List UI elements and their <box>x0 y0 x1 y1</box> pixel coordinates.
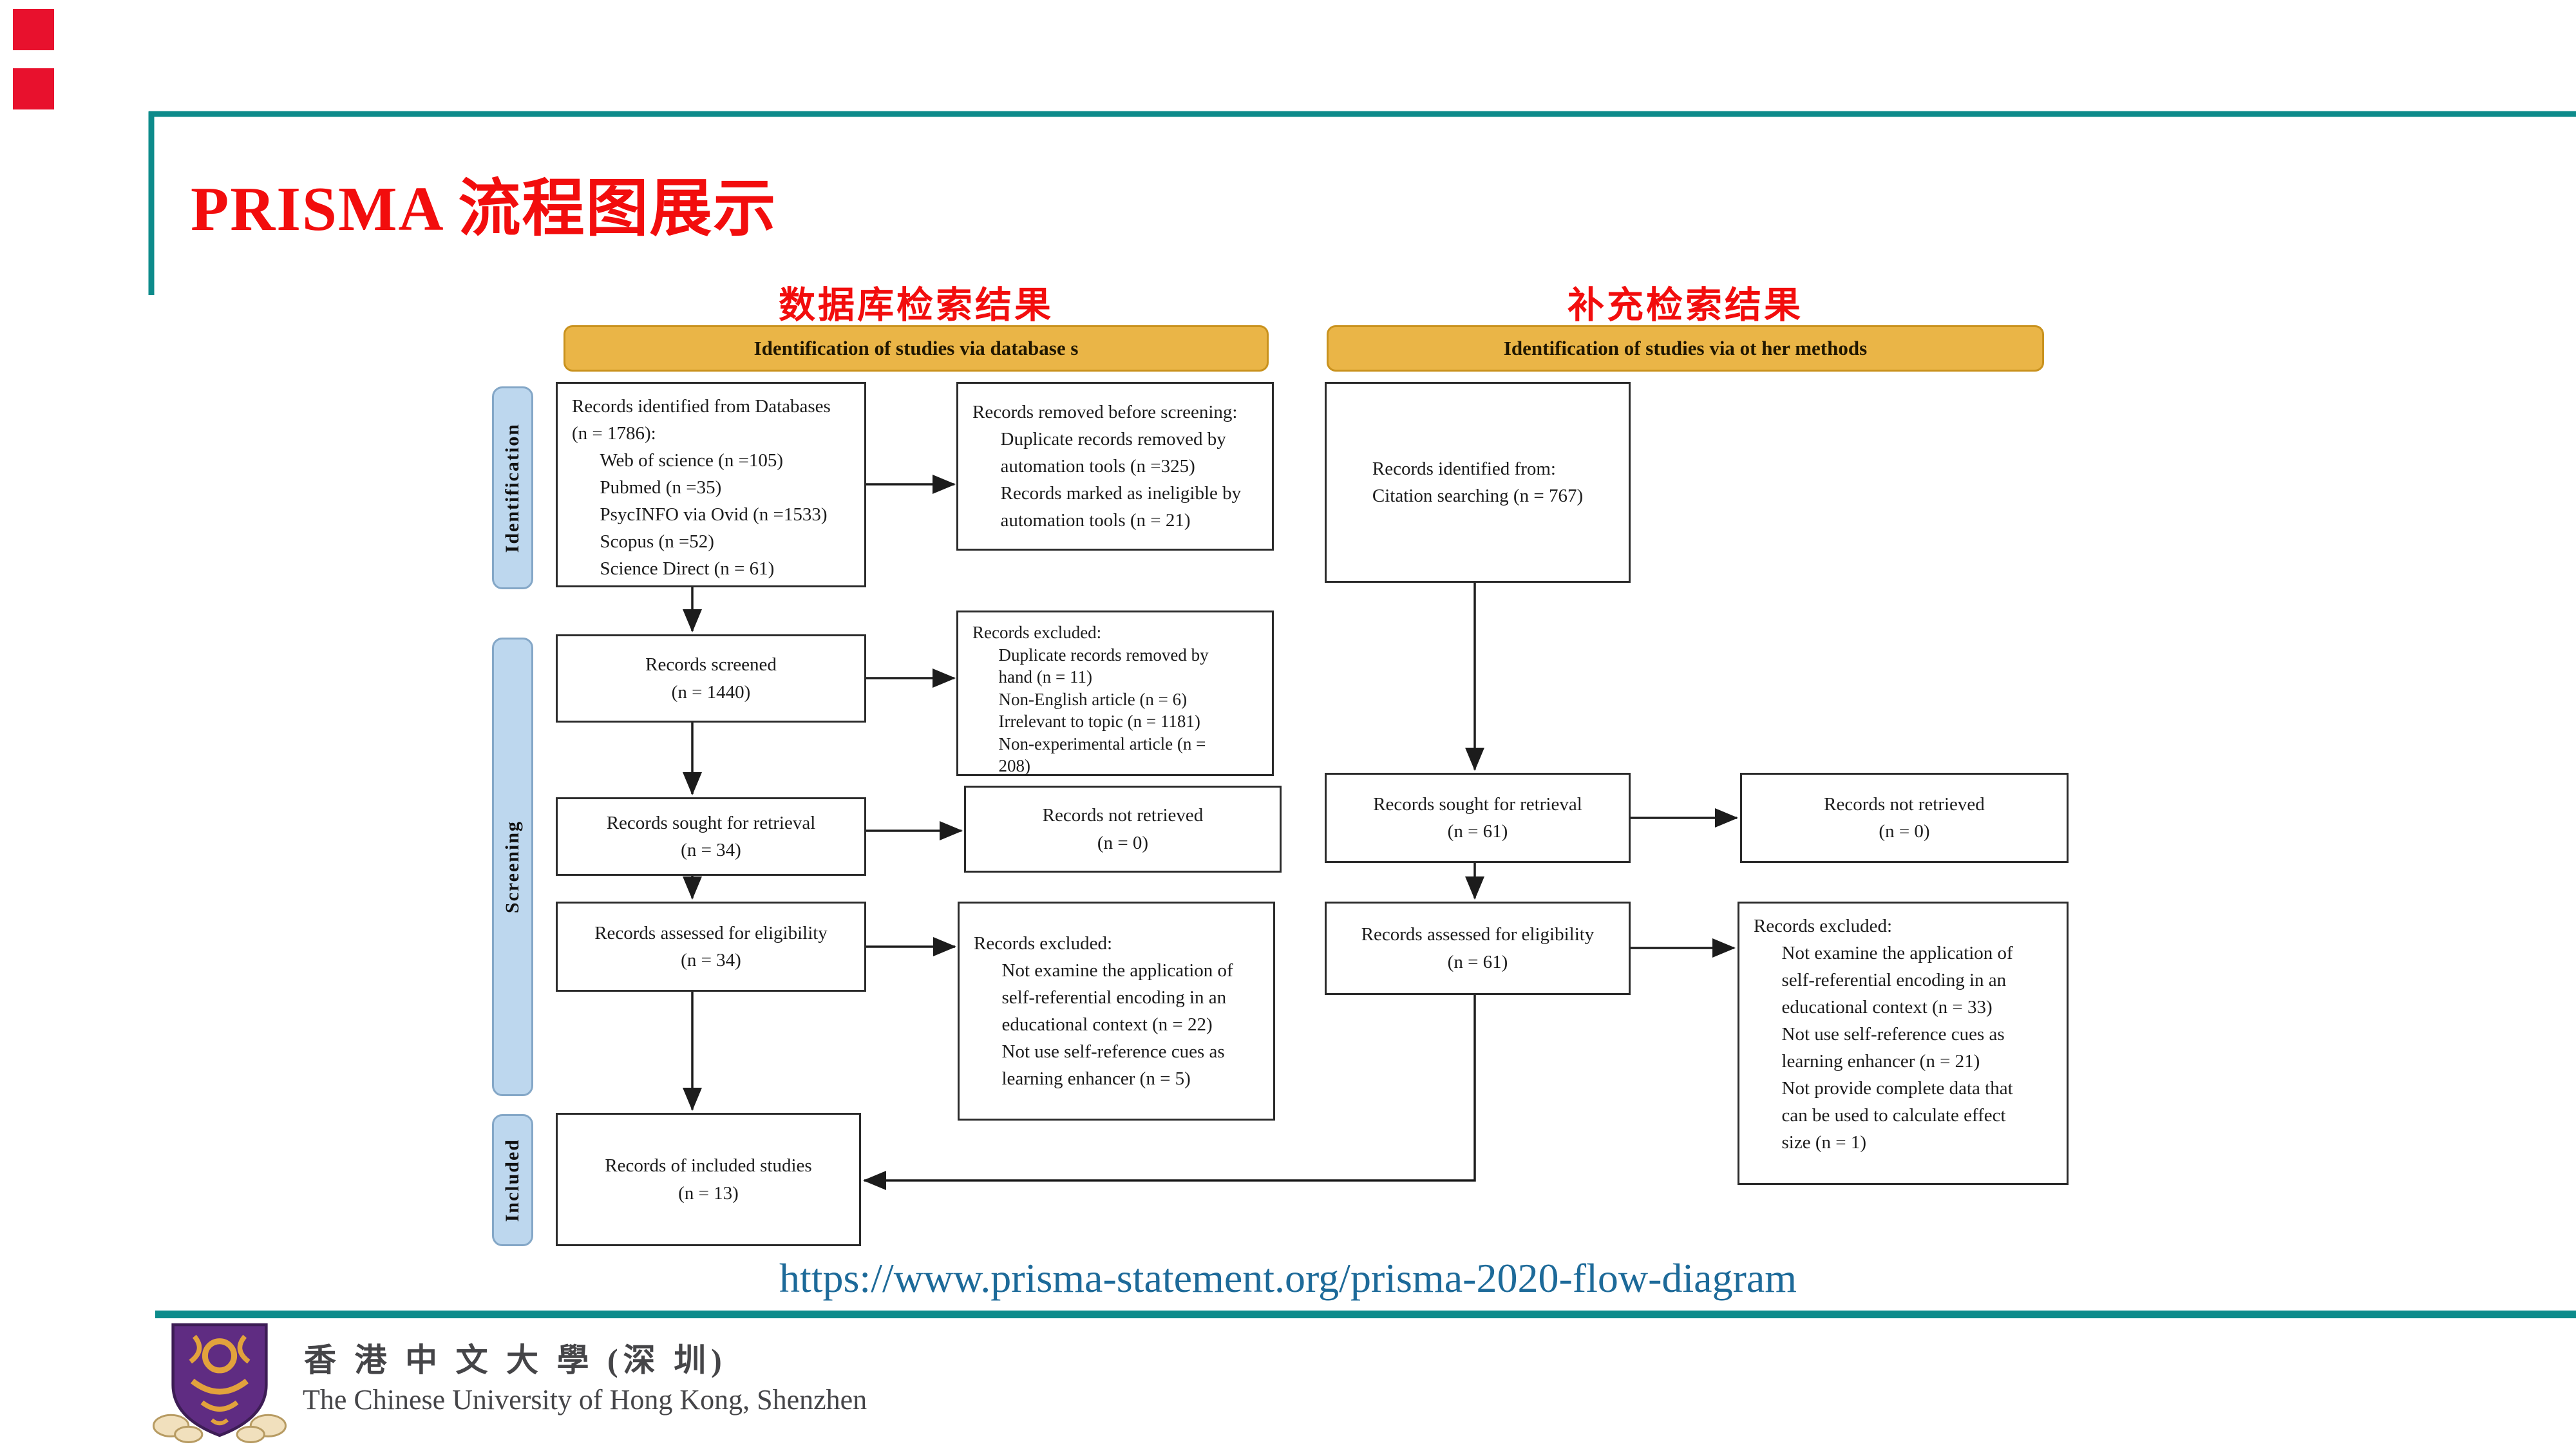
box-records-sought-right: Records sought for retrieval (n = 61) <box>1325 773 1631 863</box>
box-records-identified-databases: Records identified from Databases (n = 1… <box>556 382 866 587</box>
box-text: Records assessed for eligibility (n = 34… <box>594 922 828 971</box>
box-text: Records of included studies (n = 13) <box>605 1155 812 1204</box>
box-text: Records sought for retrieval (n = 61) <box>1373 793 1582 842</box>
stage-identification: Identification <box>492 386 533 589</box>
stage-screening: Screening <box>492 638 533 1096</box>
box-records-excluded-screening: Records excluded: Duplicate records remo… <box>956 611 1274 776</box>
box-text: Records excluded: Not examine the applic… <box>1754 916 2013 1153</box>
university-name-en: The Chinese University of Hong Kong, She… <box>303 1384 867 1416</box>
box-records-not-retrieved-left: Records not retrieved (n = 0) <box>964 786 1282 873</box>
box-text: Records assessed for eligibility (n = 61… <box>1361 924 1595 972</box>
box-text: Records identified from: Citation search… <box>1372 458 1584 506</box>
university-name-cn: 香 港 中 文 大 學 (深 圳) <box>304 1342 727 1378</box>
box-records-excluded-eligibility-right: Records excluded: Not examine the applic… <box>1738 902 2069 1185</box>
box-text: Records not retrieved (n = 0) <box>1824 793 1985 842</box>
banner-database-label: Identification of studies via database s <box>753 337 1079 359</box>
stage-included-label: Included <box>502 1138 523 1222</box>
box-records-sought-left: Records sought for retrieval (n = 34) <box>556 797 866 876</box>
arrow-assessed-right-to-included <box>863 995 1476 1190</box>
prisma-url-link[interactable]: https://www.prisma-statement.org/prisma-… <box>779 1255 1797 1301</box>
banner-other-methods: Identification of studies via ot her met… <box>1327 325 2044 372</box>
box-text: Records excluded: Not examine the applic… <box>974 933 1233 1090</box>
page-title: PRISMA 流程图展示 <box>191 175 777 243</box>
box-text: Records screened (n = 1440) <box>645 654 777 703</box>
box-text: Records removed before screening: Duplic… <box>972 401 1242 531</box>
stage-included: Included <box>492 1114 533 1246</box>
stage-screening-label: Screening <box>502 820 523 914</box>
box-records-not-retrieved-right: Records not retrieved (n = 0) <box>1740 773 2069 863</box>
box-text: Records sought for retrieval (n = 34) <box>606 812 816 860</box>
column-label-database: 数据库检索结果 <box>779 285 1054 326</box>
cuhk-logo <box>152 1323 287 1443</box>
box-records-screened: Records screened (n = 1440) <box>556 634 866 723</box>
box-records-assessed-left: Records assessed for eligibility (n = 34… <box>556 902 866 992</box>
box-records-removed-before-screening: Records removed before screening: Duplic… <box>956 382 1274 551</box>
decor-red-square-top <box>13 9 54 50</box>
stage-identification-label: Identification <box>502 422 523 553</box>
box-records-excluded-eligibility-left: Records excluded: Not examine the applic… <box>958 902 1275 1121</box>
box-records-included: Records of included studies (n = 13) <box>556 1113 861 1246</box>
box-records-identified-citation: Records identified from: Citation search… <box>1325 382 1631 583</box>
column-label-supplement: 补充检索结果 <box>1567 285 1803 326</box>
banner-database: Identification of studies via database s <box>564 325 1269 372</box>
banner-other-methods-label: Identification of studies via ot her met… <box>1503 337 1868 359</box>
box-text: Records not retrieved (n = 0) <box>1042 805 1204 853</box>
box-text: Records excluded: Duplicate records remo… <box>972 623 1209 776</box>
box-records-assessed-right: Records assessed for eligibility (n = 61… <box>1325 902 1631 995</box>
box-text: Records identified from Databases (n = 1… <box>572 396 831 580</box>
decor-red-square-bottom <box>13 68 54 109</box>
